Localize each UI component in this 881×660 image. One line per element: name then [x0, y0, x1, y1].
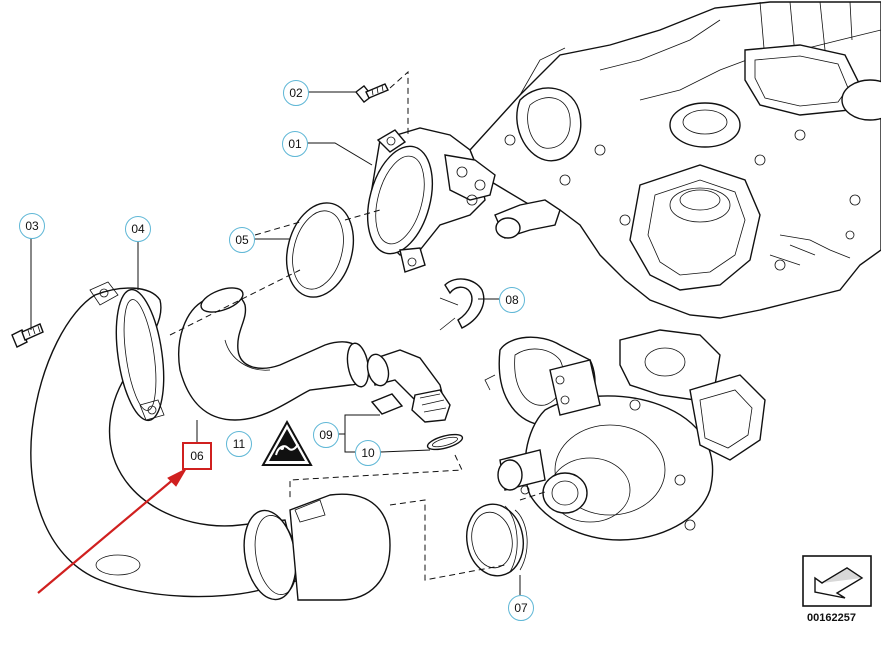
- callout-11[interactable]: 11: [226, 431, 252, 457]
- highlight-arrow: [37, 467, 188, 594]
- turbocharger: [484, 329, 766, 541]
- callout-03[interactable]: 03: [19, 213, 45, 239]
- part-03-bolt: [11, 323, 44, 348]
- callout-01[interactable]: 01: [282, 131, 308, 157]
- part-10-o-ring: [426, 433, 464, 451]
- engine-head: [469, 1, 881, 319]
- part-01-throttle-housing: [367, 127, 496, 273]
- callout-04[interactable]: 04: [125, 216, 151, 242]
- assembly-lines: [169, 70, 546, 581]
- callout-06-highlighted[interactable]: 06: [182, 442, 212, 470]
- part-04-intake-pipe: [30, 281, 391, 601]
- warning-triangle-icon: [261, 419, 313, 466]
- callout-09[interactable]: 09: [313, 422, 339, 448]
- part-05-gasket: [285, 202, 355, 298]
- callout-08[interactable]: 08: [499, 287, 525, 313]
- navigation-arrow-icon[interactable]: [802, 555, 872, 607]
- callout-02[interactable]: 02: [283, 80, 309, 106]
- callout-07[interactable]: 07: [508, 595, 534, 621]
- callout-05[interactable]: 05: [229, 227, 255, 253]
- part-02-screw: [355, 83, 389, 103]
- part-06-hose: [178, 287, 370, 421]
- part-09-connector: [366, 349, 451, 423]
- callout-10[interactable]: 10: [355, 440, 381, 466]
- part-08-clamp: [439, 278, 485, 331]
- part-07-seal-ring: [466, 503, 528, 577]
- diagram-id: 00162257: [807, 612, 856, 624]
- leader-lines: [30, 91, 521, 595]
